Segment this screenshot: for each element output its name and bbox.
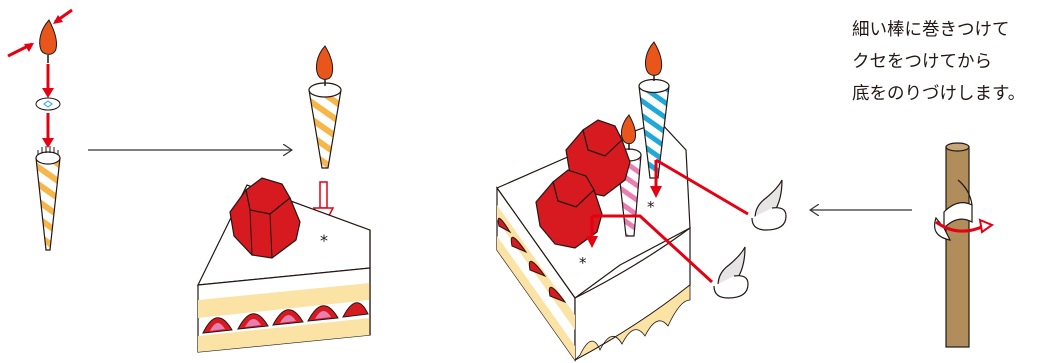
arrow-icon [42, 113, 54, 148]
asterisk-mark-icon: * [647, 198, 655, 216]
stick-winding [935, 143, 992, 347]
stick-icon [946, 147, 969, 347]
arrow-icon [8, 43, 34, 56]
instruction-line-1: 細い棒に巻きつけて [852, 14, 1057, 46]
instruction-note: 細い棒に巻きつけて クセをつけてから 底をのりづけします。 [852, 14, 1057, 110]
candle-icon [309, 46, 341, 168]
step3-finished-cake: * * [497, 42, 786, 360]
flame-icon [645, 42, 661, 75]
flame-icon [316, 46, 332, 79]
arrow-icon [42, 64, 54, 98]
step2-cake-slice: * [198, 46, 370, 352]
instruction-line-3: 底をのりづけします。 [852, 78, 1057, 110]
curl-stand-icon [752, 180, 786, 230]
flame-icon [40, 20, 57, 54]
asterisk-mark-icon: * [579, 254, 587, 272]
candle-base-disk-icon [36, 98, 60, 110]
candle-icon [36, 146, 60, 250]
step1-candle-assembly [8, 10, 72, 250]
arrow-icon [53, 10, 72, 24]
instruction-line-2: クセをつけてから [852, 46, 1057, 78]
curl-stand-icon [714, 247, 748, 298]
flame-icon [621, 115, 635, 144]
asterisk-mark-icon: * [320, 231, 328, 250]
